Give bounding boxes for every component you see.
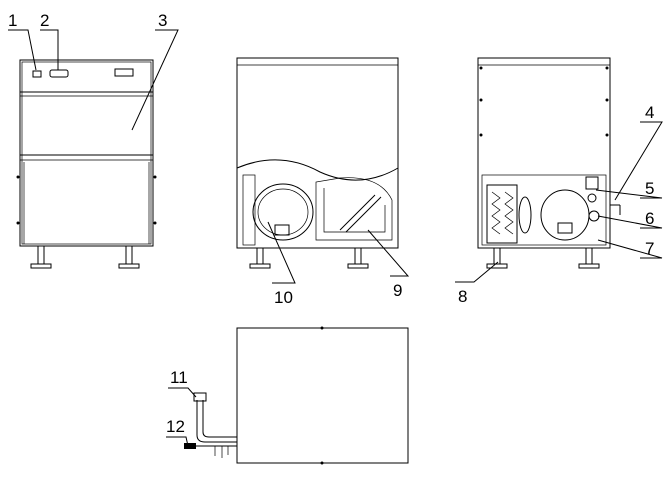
callout-2: 2 — [40, 11, 49, 30]
callout-7: 7 — [645, 239, 654, 258]
side-cutaway-view — [236, 57, 399, 269]
front-view — [16, 59, 157, 269]
callout-12: 12 — [166, 417, 185, 436]
callout-labels: 1 2 3 4 5 6 7 8 9 10 11 12 — [8, 11, 654, 436]
callout-6: 6 — [645, 209, 654, 228]
callout-9: 9 — [393, 281, 402, 300]
fan — [518, 196, 532, 234]
callout-3: 3 — [158, 11, 167, 30]
display-window — [114, 68, 134, 77]
callout-5: 5 — [645, 179, 654, 198]
callout-4: 4 — [645, 103, 654, 122]
compressor — [252, 183, 314, 241]
callout-11: 11 — [170, 368, 188, 387]
top-view — [184, 326, 409, 465]
side-feet — [249, 247, 369, 269]
callout-leaders — [8, 29, 663, 447]
callout-1: 1 — [8, 11, 17, 30]
drain-fitting — [184, 443, 196, 449]
power-switch — [32, 70, 42, 78]
rear-view — [477, 57, 621, 269]
callout-8: 8 — [458, 287, 467, 306]
rear-feet — [486, 247, 600, 269]
front-feet — [30, 245, 140, 269]
water-inlet-fitting — [193, 392, 207, 402]
callout-10: 10 — [274, 288, 293, 307]
control-panel — [49, 69, 69, 78]
condenser — [486, 184, 518, 244]
